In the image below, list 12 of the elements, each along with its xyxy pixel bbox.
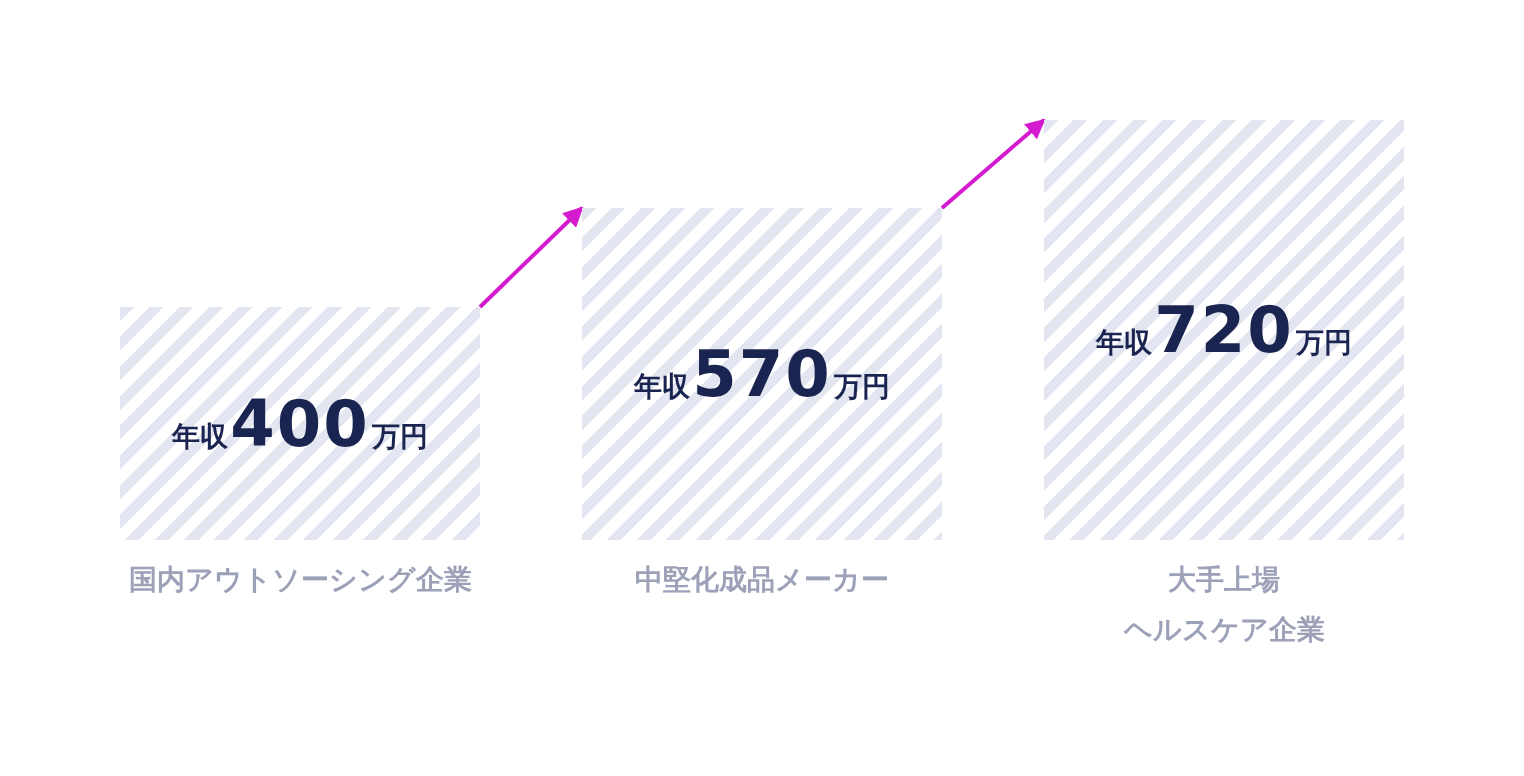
arrow — [478, 206, 584, 309]
hatched-box — [582, 208, 942, 540]
salary-text: 年収400万円 — [172, 391, 428, 456]
company-label: ヘルスケア企業 — [1122, 613, 1326, 647]
company-label: 中堅化成品メーカー — [634, 563, 890, 597]
hatched-box — [1044, 120, 1404, 540]
arrow — [940, 118, 1046, 210]
salary-text: 年収570万円 — [634, 342, 890, 406]
hatched-box — [120, 307, 480, 540]
company-label: 国内アウトソーシング企業 — [127, 563, 473, 597]
salary-text: 年収720万円 — [1096, 298, 1352, 362]
company-label: 大手上場 — [1167, 563, 1281, 597]
